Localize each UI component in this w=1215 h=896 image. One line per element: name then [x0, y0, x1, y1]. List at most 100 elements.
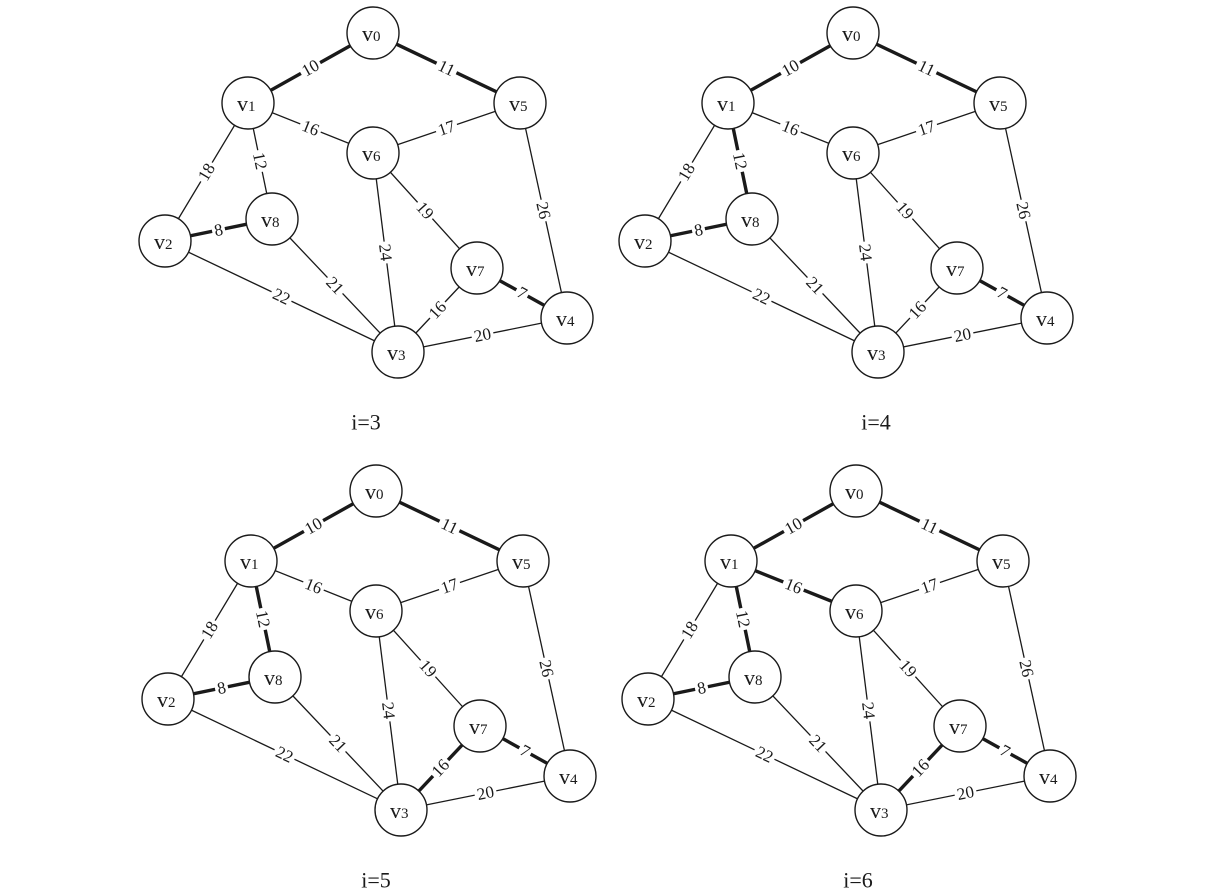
edge-weight-v0-v1: 10 [296, 54, 325, 82]
edge-weight-v5-v6: 17 [913, 115, 940, 141]
edge-label-bg [779, 512, 808, 540]
edge-label-bg [800, 271, 830, 300]
node-label-subscript: 3 [401, 806, 409, 822]
node-label-subscript: 0 [856, 487, 864, 503]
edge-label-bg [432, 55, 461, 81]
edge-weight-v0-v5: 11 [435, 513, 464, 539]
panel-caption: i=3 [351, 410, 381, 435]
node-v0: v0 [346, 6, 400, 60]
node-label-main: v [154, 229, 165, 254]
node-label: v7 [466, 256, 485, 281]
node-label-subscript: 5 [523, 557, 531, 573]
edge-weight-v1-v2: 18 [196, 615, 223, 645]
edge-weight-v5-v6: 17 [436, 573, 463, 599]
node-label-subscript: 2 [648, 695, 656, 711]
edge-label-bg [903, 295, 932, 325]
node-v7: v7 [933, 699, 987, 753]
node-label-main: v [870, 798, 881, 823]
node-label: v2 [637, 687, 656, 712]
edge-label-bg [213, 677, 230, 699]
node-label-subscript: 7 [480, 722, 488, 738]
node-label-subscript: 7 [957, 264, 965, 280]
node-label: v8 [261, 207, 280, 232]
edge-label-bg [299, 512, 328, 540]
node-label-main: v [556, 306, 567, 331]
node-circle [346, 126, 400, 180]
node-label: v8 [744, 665, 763, 690]
edge-weight-text: 17 [915, 116, 938, 140]
edge-weight-v7-v4: 7 [991, 281, 1013, 305]
node-label-subscript: 6 [853, 149, 861, 165]
edge-weight-text: 18 [194, 160, 219, 184]
node-circle [701, 76, 755, 130]
node-label: v7 [469, 714, 488, 739]
edge-weight-text: 17 [438, 574, 461, 598]
node-v4: v4 [543, 749, 597, 803]
node-circle [728, 650, 782, 704]
node-label-subscript: 7 [960, 722, 968, 738]
edge-weight-v6-v7: 19 [893, 654, 923, 683]
node-label: v1 [720, 549, 739, 574]
edge-weight-text: 26 [1015, 658, 1037, 679]
node-circle [826, 126, 880, 180]
edge-weight-v5-v4: 26 [1012, 197, 1035, 224]
edge-label-bg [375, 240, 396, 265]
edge-label-bg [991, 281, 1013, 305]
edge-label-bg [472, 782, 499, 804]
node-label: v2 [154, 229, 173, 254]
node-v1: v1 [224, 534, 278, 588]
node-label-subscript: 8 [755, 673, 763, 689]
node-label-main: v [842, 21, 853, 46]
edge-weight-text: 20 [955, 782, 975, 804]
node-label: v1 [240, 549, 259, 574]
edge-weight-v5-v4: 26 [532, 197, 555, 224]
edge-label-bg [676, 615, 703, 645]
edge-weight-text: 12 [729, 151, 751, 171]
edge-label-bg [299, 573, 328, 599]
node-v4: v4 [540, 291, 594, 345]
node-label: v5 [989, 91, 1008, 116]
node-label: v7 [946, 256, 965, 281]
node-v3: v3 [374, 783, 428, 837]
edge-weight-v2-v8: 8 [210, 220, 227, 240]
node-label-subscript: 4 [1050, 772, 1058, 788]
edge-weight-v2-v8: 8 [693, 678, 710, 698]
edge-weight-v1-v8: 12 [728, 148, 752, 174]
edge-weight-text: 10 [781, 514, 805, 539]
edge-weight-v0-v1: 10 [776, 54, 805, 82]
edge-label-bg [893, 654, 923, 683]
node-label-subscript: 8 [752, 215, 760, 231]
node-v8: v8 [725, 192, 779, 246]
node-label-subscript: 6 [373, 149, 381, 165]
edge-label-bg [994, 739, 1016, 763]
edge-weight-v5-v6: 17 [433, 115, 460, 141]
edge-weight-v7-v4: 7 [514, 739, 536, 763]
node-v2: v2 [141, 672, 195, 726]
node-v4: v4 [1020, 291, 1074, 345]
edge-weight-v2-v8: 8 [213, 677, 230, 699]
edge-weight-text: 18 [677, 618, 702, 642]
node-circle [543, 749, 597, 803]
node-v5: v5 [493, 76, 547, 130]
node-label: v5 [992, 549, 1011, 574]
node-label: v7 [949, 714, 968, 739]
node-label-main: v [867, 340, 878, 365]
node-label-subscript: 4 [1047, 314, 1055, 330]
node-label-main: v [989, 91, 1000, 116]
node-label: v6 [365, 599, 384, 624]
edge-label-bg [912, 55, 941, 81]
node-label-subscript: 2 [168, 695, 176, 711]
edge-label-bg [196, 615, 223, 645]
node-label-main: v [744, 665, 755, 690]
edge-weight-text: 12 [252, 609, 274, 629]
edge-weight-text: 10 [301, 514, 325, 539]
edge-weight-v3-v4: 20 [469, 324, 496, 346]
edge-weight-v0-v5: 11 [912, 55, 941, 81]
node-v3: v3 [851, 325, 905, 379]
node-circle [245, 192, 299, 246]
node-label-subscript: 4 [570, 772, 578, 788]
node-label-main: v [512, 549, 523, 574]
node-label-main: v [949, 714, 960, 739]
